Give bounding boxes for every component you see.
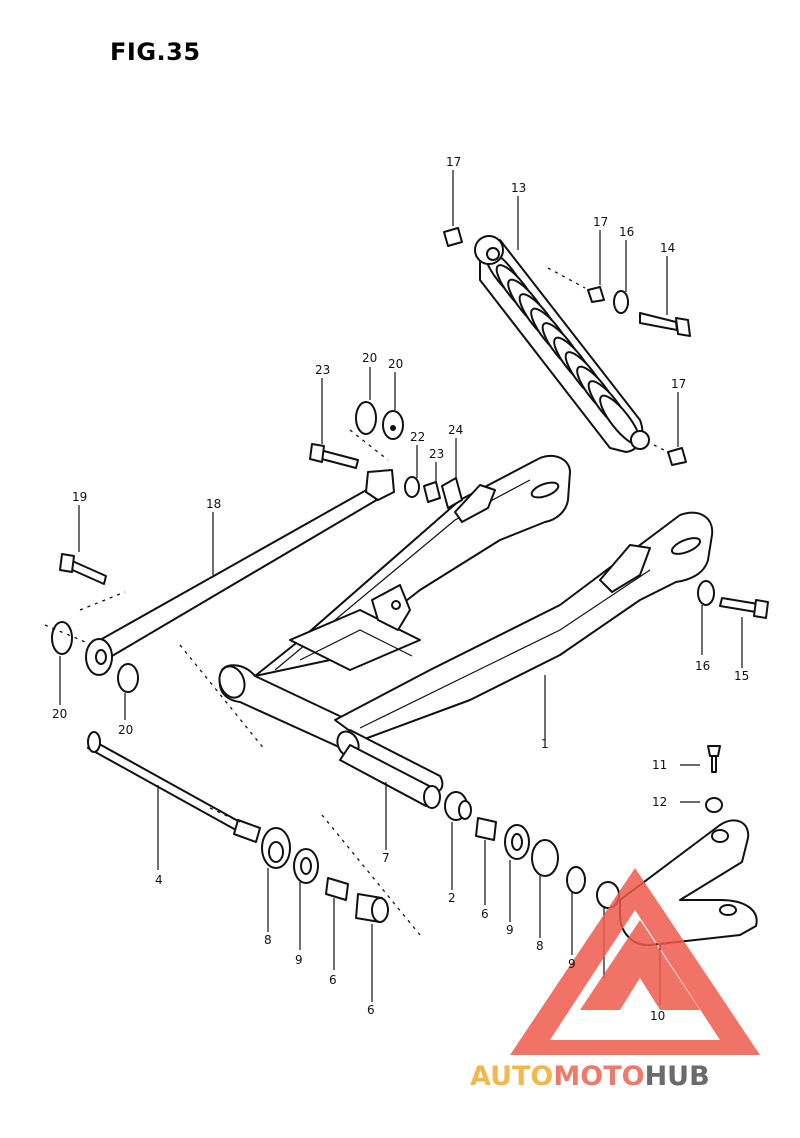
callout-20: 20 (362, 351, 377, 365)
logo-triangle (510, 868, 760, 1055)
callout-17: 17 (593, 215, 608, 229)
callout-20: 20 (52, 707, 67, 721)
callout-1: 1 (541, 737, 549, 751)
callout-24: 24 (448, 423, 463, 437)
callout-4: 4 (155, 873, 163, 887)
callout-17: 17 (446, 155, 461, 169)
callout-20: 20 (118, 723, 133, 737)
callout-13: 13 (511, 181, 526, 195)
callout-21: 23 (315, 363, 330, 377)
callout-11: 11 (652, 758, 667, 772)
callout-8: 8 (536, 939, 544, 953)
callout-8: 8 (264, 933, 272, 947)
alignment-dashes (44, 267, 669, 936)
callout-9: 9 (506, 923, 514, 937)
callout-2: 2 (448, 891, 456, 905)
callout-12: 12 (652, 795, 667, 809)
callout-20: 20 (388, 357, 403, 371)
shock-absorber (474, 235, 650, 453)
figure-title: FIG.35 (110, 38, 201, 66)
callout-16: 16 (619, 225, 634, 239)
callout-16: 16 (695, 659, 710, 673)
swingarm (218, 454, 714, 793)
callout-18: 18 (206, 497, 221, 511)
callout-labels: 17 13 17 16 14 17 20 20 23 22 23 24 18 1… (52, 155, 749, 1023)
callout-6: 6 (329, 973, 337, 987)
callout-22: 22 (410, 430, 425, 444)
callout-6: 6 (481, 907, 489, 921)
logo-inner-mark (580, 920, 700, 1010)
callout-19: 19 (72, 490, 87, 504)
callout-10: 10 (650, 1009, 665, 1023)
watermark-text: AUTOMOTOHUB (470, 1061, 710, 1092)
callout-23: 23 (429, 447, 444, 461)
callout-9: 9 (295, 953, 303, 967)
callout-17: 17 (671, 377, 686, 391)
callout-6: 6 (367, 1003, 375, 1017)
watermark-logo (510, 868, 760, 1055)
callout-15: 15 (734, 669, 749, 683)
callout-9: 9 (568, 957, 576, 971)
callout-14: 14 (660, 241, 675, 255)
callout-7: 7 (382, 851, 390, 865)
